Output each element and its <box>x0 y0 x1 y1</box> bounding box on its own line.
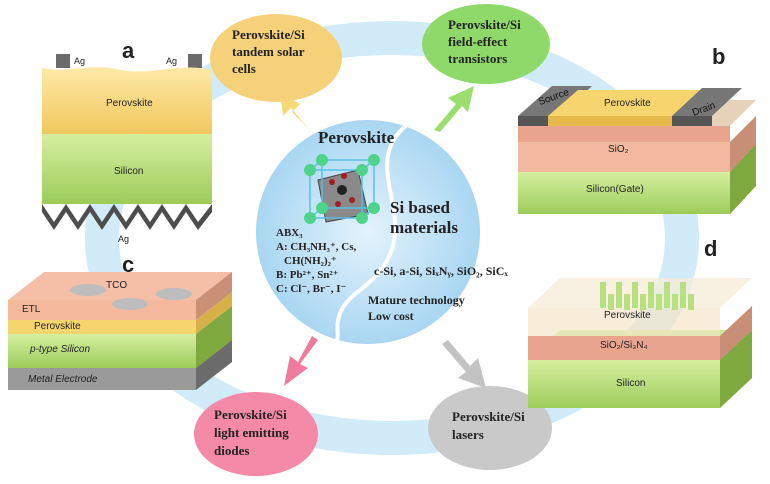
si-title-line: materials <box>390 218 458 237</box>
arrow-to-led <box>284 336 318 386</box>
source-label: Source <box>537 86 571 109</box>
panel-c <box>8 272 232 390</box>
arrow-to-tandem <box>280 92 312 132</box>
tco-label: TCO <box>106 280 128 291</box>
advantage-line: Low cost <box>368 309 414 323</box>
panel-b-label: b <box>712 44 726 69</box>
fet-label: Perovskite/Si field-effect transistors <box>448 17 521 66</box>
metal-electrode-label: Metal Electrode <box>28 374 98 385</box>
formula-line: A: CH₃NH₃⁺, Cs, <box>276 241 357 253</box>
lasers-bubble <box>428 386 552 470</box>
perovskite-title: Perovskite <box>318 128 395 147</box>
cycle-ring <box>85 21 699 455</box>
center-divider <box>329 122 410 346</box>
center-circle <box>256 120 480 344</box>
panel-d <box>528 278 752 408</box>
panel-d-perovskite-label: Perovskite <box>604 310 651 321</box>
panel-b-sio2-label: SiO₂ <box>608 144 629 155</box>
tandem-cells-bubble <box>210 14 342 102</box>
panel-b <box>518 86 756 214</box>
ag-contact-left: Ag <box>74 56 86 66</box>
formula-line: CH(NH₂)₂⁺ <box>284 255 337 267</box>
panel-c-label: c <box>122 252 135 277</box>
formula-list: ABX₃ A: CH₃NH₃⁺, Cs, CH(NH₂)₂⁺ B: Pb²⁺, … <box>276 226 356 296</box>
panel-b-perovskite-label: Perovskite <box>604 98 651 109</box>
panel-a-silicon-label: Silicon <box>114 166 144 177</box>
panel-a-perovskite-label: Perovskite <box>106 98 153 109</box>
si-title: Si based materials <box>390 198 458 238</box>
etl-label: ETL <box>22 304 41 315</box>
panel-a-label: a <box>122 38 135 63</box>
si-materials: c-Si, a-Si, SiₓNᵧ, SiO₂, SiCₓ <box>374 264 508 278</box>
p-type-silicon-label: p-type Silicon <box>30 344 91 355</box>
perovskite-crystal-icon <box>304 154 380 224</box>
panel-d-silicon-label: Silicon <box>616 378 646 389</box>
drain-label: Drain <box>690 100 718 119</box>
fet-bubble <box>422 4 550 84</box>
lasers-label: Perovskite/Si lasers <box>452 409 525 442</box>
panel-d-label: d <box>704 236 718 261</box>
formula-line: C: Cl⁻, Br⁻, I⁻ <box>276 283 347 295</box>
formula-line: ABX₃ <box>276 227 303 239</box>
panel-c-perovskite-label: Perovskite <box>34 321 81 332</box>
tandem-cells-label: Perovskite/Si tandem solar cells <box>232 27 305 76</box>
formula-line: B: Pb²⁺, Sn²⁺ <box>276 269 339 281</box>
led-bubble <box>194 392 318 476</box>
panel-b-silicon-gate-label: Silicon(Gate) <box>586 184 644 195</box>
si-title-line: Si based <box>390 198 450 217</box>
panel-d-oxide-label: SiO₂/Si₃N₄ <box>600 340 648 351</box>
arrow-to-lasers <box>442 340 486 388</box>
ag-contact-right: Ag <box>166 56 178 66</box>
advantage-line: Mature technology <box>368 293 465 307</box>
ag-contact-bottom: Ag <box>118 234 130 244</box>
arrow-to-fet <box>434 86 474 132</box>
si-advantages: Mature technology Low cost <box>368 292 465 324</box>
led-label: Perovskite/Si light emitting diodes <box>214 407 289 458</box>
panel-a <box>42 54 212 230</box>
